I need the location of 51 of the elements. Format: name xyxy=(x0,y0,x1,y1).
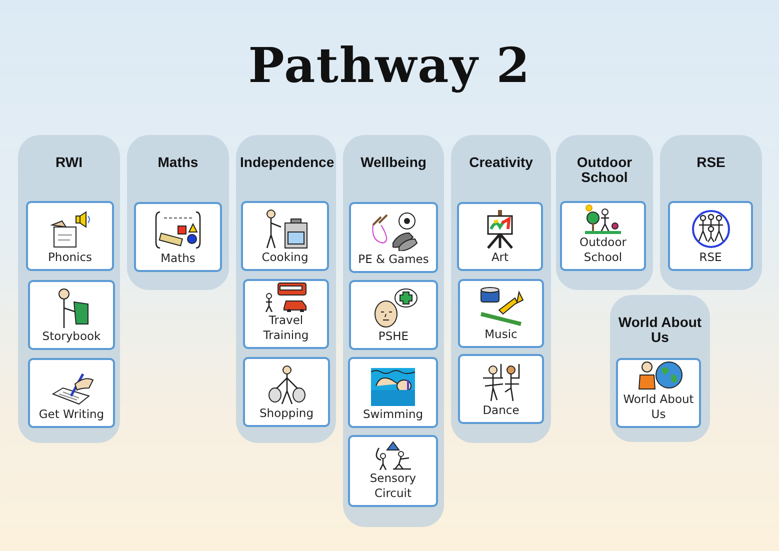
category-heading: Maths xyxy=(156,155,200,170)
category-heading: RSE xyxy=(696,155,726,170)
category-panel xyxy=(343,135,444,527)
card-label: Shopping xyxy=(259,406,314,421)
subject-card xyxy=(241,201,329,271)
subject-card xyxy=(28,358,115,428)
card-label: World About Us xyxy=(622,392,695,422)
card-label: Music xyxy=(484,327,518,342)
subject-card xyxy=(243,357,330,427)
category-panel xyxy=(18,135,120,443)
category-panel xyxy=(556,135,653,290)
category-panel xyxy=(236,135,336,443)
card-label: Cooking xyxy=(262,250,308,265)
subject-card xyxy=(616,358,701,428)
card-label: PE & Games xyxy=(358,252,429,267)
category-panel xyxy=(610,295,710,442)
category-panel xyxy=(127,135,229,290)
category-heading: Creativity xyxy=(468,155,534,170)
card-label: Dance xyxy=(482,403,520,418)
category-heading: Independence xyxy=(240,155,332,170)
card-label: Phonics xyxy=(48,250,92,265)
subject-card xyxy=(458,354,544,424)
subject-card xyxy=(134,202,222,272)
category-heading: Wellbeing xyxy=(360,155,428,170)
subject-card xyxy=(668,201,753,271)
category-heading: RWI xyxy=(54,155,84,170)
subject-card xyxy=(26,201,114,271)
category-heading: Outdoor School xyxy=(576,155,634,185)
card-label: Get Writing xyxy=(38,407,104,422)
subject-card xyxy=(458,279,544,348)
title: Pathway 2 xyxy=(247,38,532,94)
card-label: Sensory Circuit xyxy=(368,471,418,501)
category-panel xyxy=(451,135,551,443)
subject-card xyxy=(349,280,438,350)
card-label: PSHE xyxy=(378,329,409,344)
card-label: Outdoor School xyxy=(578,235,628,265)
card-label: Storybook xyxy=(42,329,101,344)
subject-card xyxy=(560,201,646,271)
subject-card xyxy=(457,202,543,271)
card-label: Maths xyxy=(160,251,196,266)
category-panel xyxy=(660,135,762,290)
subject-card xyxy=(348,435,438,507)
subject-card xyxy=(28,280,115,350)
card-label: Travel Training xyxy=(262,313,310,343)
subject-card xyxy=(243,279,329,349)
card-label: Swimming xyxy=(362,407,424,422)
card-label: Art xyxy=(491,250,509,265)
category-heading: World About Us xyxy=(617,315,703,345)
card-label: RSE xyxy=(699,250,722,265)
subject-card xyxy=(348,357,438,428)
subject-card xyxy=(349,202,438,273)
